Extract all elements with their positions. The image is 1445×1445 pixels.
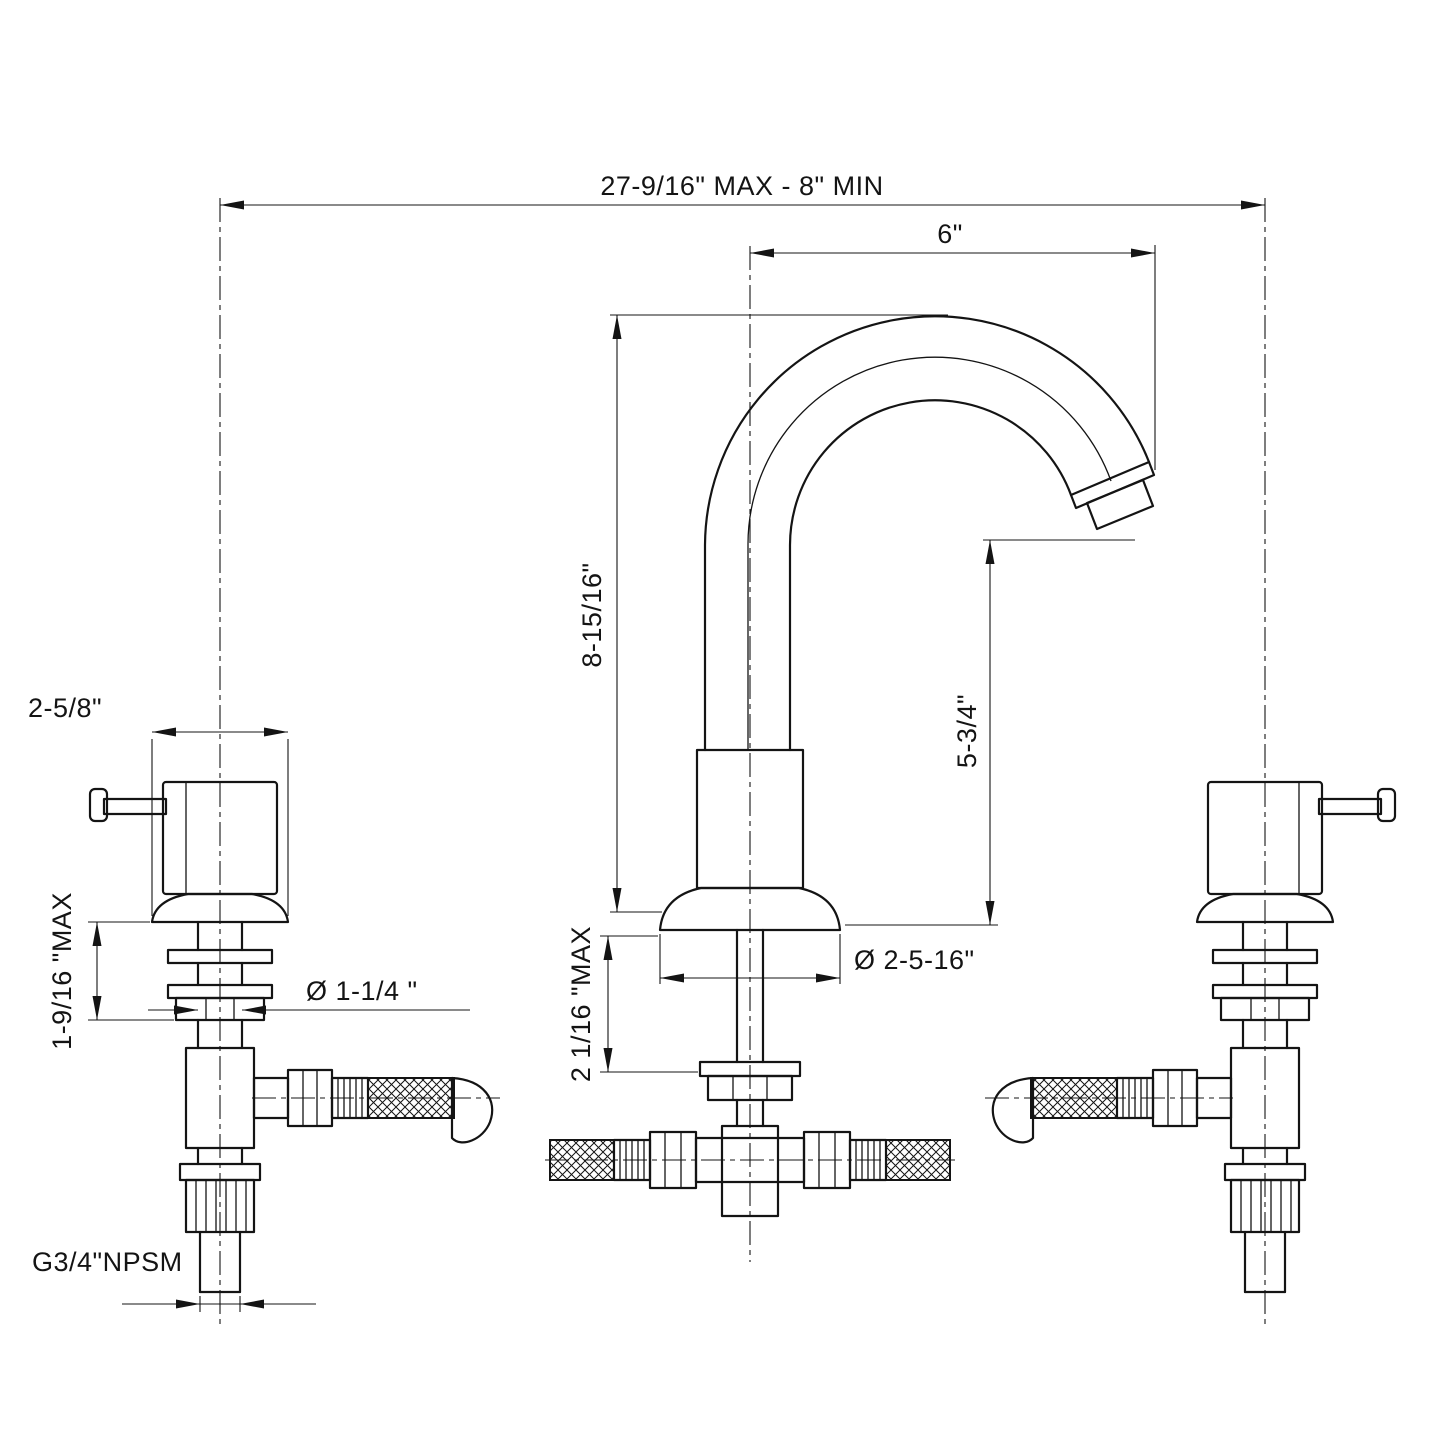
center-mounting-nut [706,1074,794,1102]
spout-inner-curve [788,399,1073,752]
dim-handle-base-width: 2-5/8" [28,693,289,916]
dim-inlet-thread-label: G3/4"NPSM [32,1247,183,1277]
center-mounting-hardware [549,928,951,1218]
tee-right-braided-hose [885,1139,951,1181]
dim-spout-height-label: 8-15/16" [577,562,607,667]
right-escutcheon [1195,892,1335,924]
right-mounting-nut [1219,996,1311,1022]
dim-center-deck-max-label: 2 1/16 "MAX [566,926,596,1082]
dim-valve-shank-dia-label: Ø 1-1/4 " [306,976,418,1006]
dim-overall-span-label: 27-9/16" MAX - 8" MIN [600,171,883,201]
dim-valve-shank-dia: Ø 1-1/4 " [148,976,470,1015]
spout-end-collar [1069,460,1156,510]
centerlines [219,198,1266,1325]
dim-spout-reach: 6" [750,219,1156,470]
spout-aerator-tip [1085,478,1155,531]
dim-spout-height: 8-15/16" [577,314,948,913]
left-washer-1 [166,948,274,965]
left-lever-knob [88,787,109,823]
left-braided-hose [367,1077,455,1119]
right-braided-hose [1030,1077,1118,1119]
dim-overall-span: 27-9/16" MAX - 8" MIN [220,171,1265,210]
dim-spout-base-dia-label: Ø 2-5-16" [854,945,975,975]
right-lever-bar [1317,797,1383,816]
dim-handle-base-width-label: 2-5/8" [28,693,102,723]
right-handle-assembly [1195,780,1397,924]
right-threaded-inlet [1229,1178,1301,1234]
spout-middle-contour [747,356,1112,750]
right-supply-valve [991,920,1319,1294]
left-handle-assembly [88,780,290,924]
dim-outlet-height: 5-3/4" [845,539,1135,926]
spout-outer-curve [703,315,1151,752]
dim-left-deck-max: 1-9/16 "MAX [47,892,174,1050]
left-escutcheon [150,892,290,924]
tee-left-braided-hose [549,1139,615,1181]
right-lever-knob [1376,787,1397,823]
dim-spout-base-dia: Ø 2-5-16" [659,934,975,984]
left-hose-end [450,1076,494,1144]
right-washer-1 [1211,948,1319,965]
left-lever-bar [102,797,168,816]
right-hose-end [991,1076,1035,1144]
left-supply-valve [166,920,494,1294]
dim-spout-reach-label: 6" [937,219,963,249]
spout-base-escutcheon [658,886,842,932]
dim-inlet-thread: G3/4"NPSM [32,1247,316,1312]
dim-center-deck-max: 2 1/16 "MAX [566,926,698,1082]
dim-outlet-height-label: 5-3/4" [952,694,982,768]
dim-left-deck-max-label: 1-9/16 "MAX [47,892,77,1050]
tee-body [720,1124,780,1218]
spout-assembly [658,315,1156,932]
left-threaded-inlet [184,1178,256,1234]
